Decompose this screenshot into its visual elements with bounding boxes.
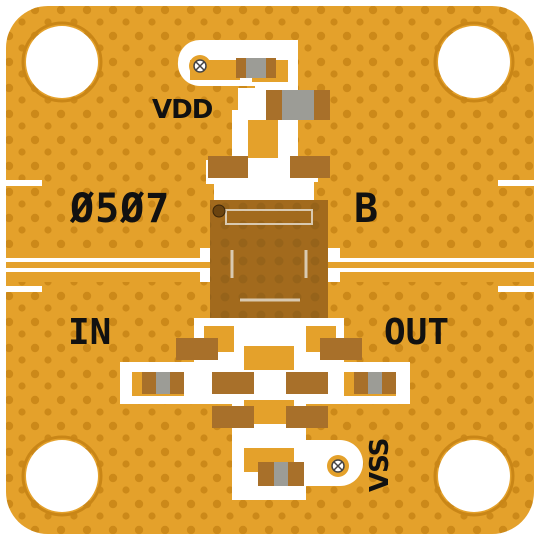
components: [142, 58, 396, 486]
capacitor-c13: [258, 462, 304, 486]
capacitor-c11: [212, 406, 254, 428]
mounting-hole-bottom-left: [26, 440, 98, 512]
rf-gap-fill-bottom: [6, 272, 200, 282]
mounting-hole-bottom-right: [438, 440, 510, 512]
rf-gap-fill-bottom-right: [340, 272, 534, 282]
left-cut-top: [6, 180, 42, 186]
capacitor-c4: [290, 156, 330, 178]
input-label: IN: [68, 312, 111, 353]
capacitor-c10: [354, 372, 396, 394]
mmic-chip: [210, 200, 328, 318]
capacitor-c8: [212, 372, 254, 394]
part-number-label: Ø5Ø7: [69, 186, 170, 232]
vdd-label: VDD: [152, 95, 213, 125]
left-cut-bottom: [6, 286, 42, 292]
mounting-hole-top-right: [438, 26, 510, 98]
revision-label: B: [354, 186, 378, 232]
capacitor-c7: [142, 372, 184, 394]
right-cut-bottom: [498, 286, 534, 292]
vdd-via-pad: [189, 55, 211, 77]
rf-gap-fill-top: [6, 248, 200, 258]
vss-label: VSS: [365, 439, 395, 492]
capacitor-c5: [176, 338, 218, 360]
capacitor-c6: [320, 338, 362, 360]
mounting-hole-top-left: [26, 26, 98, 98]
output-label: OUT: [384, 312, 449, 353]
right-cut-top: [498, 180, 534, 186]
rf-output-trace: [325, 262, 534, 268]
pin1-marker: [212, 204, 226, 218]
capacitor-c1: [236, 58, 276, 78]
rf-input-trace: [6, 262, 215, 268]
rf-gap-fill-top-right: [340, 248, 534, 258]
capacitor-c3: [208, 156, 248, 178]
capacitor-c12: [286, 406, 328, 428]
vss-via-pad: [327, 455, 349, 477]
capacitor-c9: [286, 372, 328, 394]
capacitor-c2: [266, 90, 330, 120]
